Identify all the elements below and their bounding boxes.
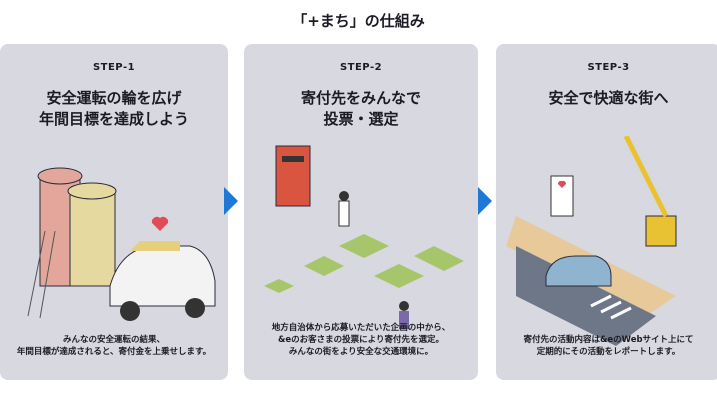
voting-illustration [264,145,464,329]
step-2-panel: STEP-2 寄付先をみんなで投票・選定 地方自治体から応募いただいた企画の中か… [244,44,478,380]
coins-car-illustration [27,167,216,321]
step-label: STEP-1 [92,62,136,73]
arrow-right-icon [478,187,492,215]
step-description: みんなの安全運転の結果、年間目標が達成されると、寄付金を上乗せします。 [16,335,212,357]
page-title: 「+まち」の仕組み [292,12,425,30]
step-label: STEP-2 [339,62,383,73]
step-heading: 安全で快適な街へ [548,89,669,107]
step-3-panel: STEP-3 安全で快適な街へ 寄付先の活動内容は&eのWebサイト上にて定期的… [496,44,717,380]
step-description: 地方自治体から応募いただいた企画の中から、&eのお客さまの投票により寄付先を選定… [271,323,451,357]
step-label: STEP-3 [587,62,630,73]
step-heading: 寄付先をみんなで投票・選定 [300,89,421,128]
step-1-panel: STEP-1 安全運転の輪を広げ年間目標を達成しよう みんなの安全運転の結果、年… [0,44,228,380]
step-description: 寄付先の活動内容は&eのWebサイト上にて定期的にその活動をレポートします。 [523,335,694,357]
arrow-right-icon [224,187,238,215]
safe-town-illustration [506,136,677,346]
step-heading: 安全運転の輪を広げ年間目標を達成しよう [38,89,189,128]
